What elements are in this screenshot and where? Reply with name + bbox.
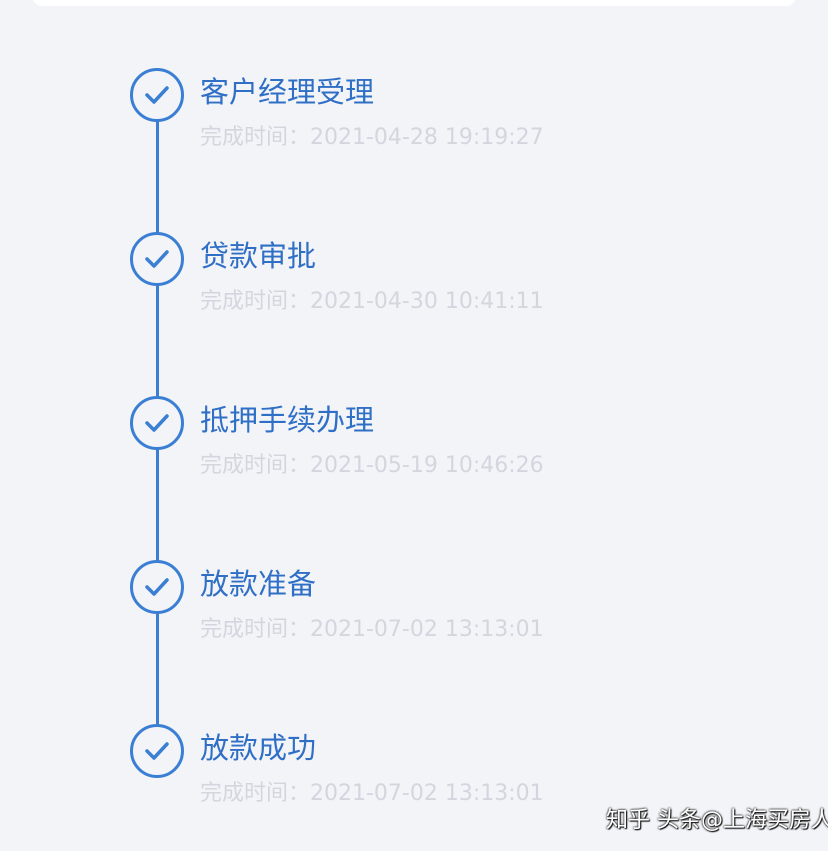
step-title: 客户经理受理 xyxy=(200,75,375,109)
step-completion-time: 完成时间：2021-05-19 10:46:26 xyxy=(200,453,544,478)
top-card xyxy=(32,0,796,6)
check-circle-icon xyxy=(130,232,184,286)
watermark: 知乎 头条@上海买房人 xyxy=(606,808,828,833)
step-completion-time: 完成时间：2021-04-28 19:19:27 xyxy=(200,125,544,150)
step-title: 放款准备 xyxy=(200,567,317,601)
step-completion-time: 完成时间：2021-07-02 13:13:01 xyxy=(200,617,544,642)
step-title: 抵押手续办理 xyxy=(200,403,375,437)
timeline-step-1: 客户经理受理 完成时间：2021-04-28 19:19:27 xyxy=(130,68,790,168)
step-title: 贷款审批 xyxy=(200,239,317,273)
timeline-step-2: 贷款审批 完成时间：2021-04-30 10:41:11 xyxy=(130,232,790,332)
check-circle-icon xyxy=(130,396,184,450)
timeline-step-5: 放款成功 完成时间：2021-07-02 13:13:01 xyxy=(130,724,790,824)
step-completion-time: 完成时间：2021-04-30 10:41:11 xyxy=(200,289,544,314)
step-completion-time: 完成时间：2021-07-02 13:13:01 xyxy=(200,781,544,806)
check-circle-icon xyxy=(130,560,184,614)
timeline-step-3: 抵押手续办理 完成时间：2021-05-19 10:46:26 xyxy=(130,396,790,496)
step-title: 放款成功 xyxy=(200,731,317,765)
check-circle-icon xyxy=(130,724,184,778)
timeline-step-4: 放款准备 完成时间：2021-07-02 13:13:01 xyxy=(130,560,790,660)
check-circle-icon xyxy=(130,68,184,122)
